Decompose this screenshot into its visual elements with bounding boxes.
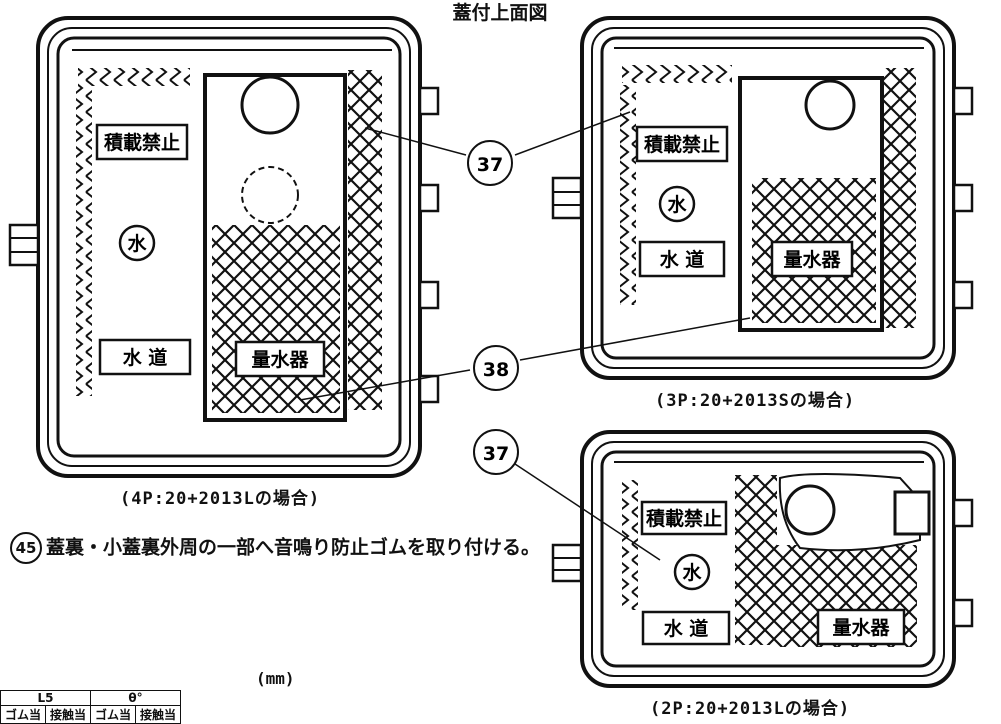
table-subheader: 接触当 [135, 705, 182, 724]
label-meter: 量水器 [783, 249, 841, 271]
latch-tab-icon [418, 374, 440, 404]
latch-tab-icon [952, 280, 974, 310]
latch-tab-icon [418, 280, 440, 310]
table-unit: (mm) [256, 669, 295, 688]
meter-box-2p: 積載禁止 水 水 道 量水器 [551, 430, 974, 688]
caption-box-2p: (2P:20+2013Lの場合) [650, 699, 851, 719]
hinge-icon [551, 176, 583, 220]
label-water-mark: 水 [127, 233, 147, 255]
label-water-mark: 水 [667, 194, 687, 216]
callout-37-bottom: 37 [473, 429, 661, 561]
meter-circle-icon [784, 484, 836, 536]
drawing-title: 蓋付上面図 [452, 2, 548, 24]
spec-table: L5 θ° ゴム当 接触当 ゴム当 接触当 [0, 690, 182, 724]
label-loading-prohibited: 積載禁止 [646, 507, 722, 530]
callout-label: 37 [477, 154, 503, 176]
label-meter: 量水器 [251, 349, 309, 371]
label-meter: 量水器 [832, 617, 890, 639]
label-water-supply: 水 道 [660, 248, 705, 271]
label-water-supply: 水 道 [123, 346, 168, 369]
table-header-theta: θ° [90, 690, 182, 706]
meter-circle-icon [804, 79, 856, 131]
label-water-mark: 水 [682, 562, 702, 584]
meter-circle-icon [240, 75, 300, 135]
note-number: 45 [10, 532, 42, 564]
hinge-icon [551, 543, 583, 583]
meter-box-4p: 量水器 積載禁止 水 水 道 [8, 16, 440, 478]
latch-tab-icon [952, 598, 974, 628]
label-loading-prohibited: 積載禁止 [644, 133, 720, 156]
latch-tab-icon [952, 86, 974, 116]
label-water-supply: 水 道 [664, 617, 709, 640]
latch-tab-icon [418, 86, 440, 116]
table-subheader: ゴム当 [0, 705, 47, 724]
note-text: 蓋裏・小蓋裏外周の一部へ音鳴り防止ゴムを取り付ける。 [46, 536, 541, 559]
valve-icon [893, 490, 931, 536]
table-subheader: ゴム当 [90, 705, 137, 724]
table-header-l5: L5 [0, 690, 92, 706]
hinge-icon [8, 223, 40, 267]
callout-38: 38 [299, 317, 751, 401]
latch-tab-icon [418, 183, 440, 213]
latch-tab-icon [952, 183, 974, 213]
table-subheader: 接触当 [45, 705, 92, 724]
latch-tab-icon [952, 498, 974, 528]
caption-box-4p: (4P:20+2013Lの場合) [120, 489, 321, 509]
callout-37-top: 37 [364, 111, 631, 186]
caption-box-3p: (3P:20+2013Sの場合) [655, 391, 856, 411]
callout-label: 37 [483, 443, 509, 465]
meter-box-3p: 量水器 積載禁止 水 水 道 [551, 16, 974, 380]
callout-label: 38 [483, 359, 509, 381]
label-loading-prohibited: 積載禁止 [104, 131, 180, 154]
